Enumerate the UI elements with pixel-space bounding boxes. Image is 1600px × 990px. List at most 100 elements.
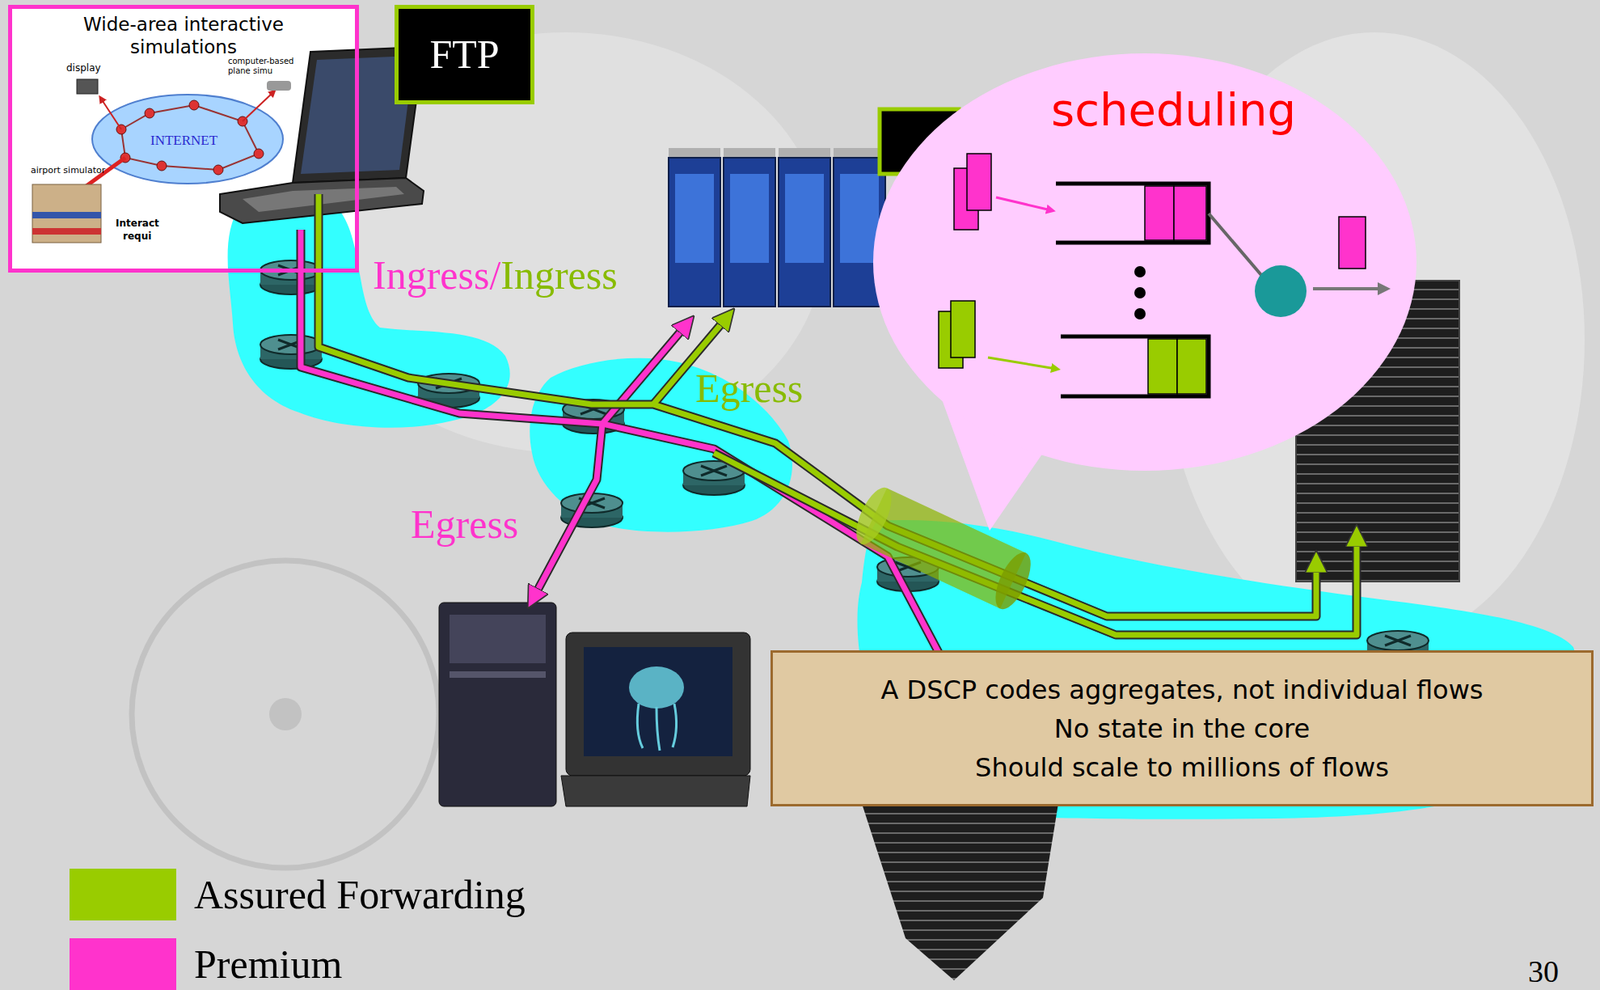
ellipsis-dots-part [1134,265,1146,278]
desktop-computer-part [449,614,546,663]
note-box: A DSCP codes aggregates, not individual … [770,650,1594,807]
queue-top-part [1173,185,1207,241]
network-region [227,194,511,428]
inset-illustration-part-part [144,108,155,119]
server-cabinets [668,147,886,307]
node-title: Wide-area interactive simulations [62,13,305,59]
desktop-computer-part [629,666,684,709]
inset-illustration-part [101,98,122,130]
inset-illustration-part [242,92,274,122]
inset-illustration-part [116,100,264,175]
device-label: airport simulator [30,165,106,177]
premium-route-part [300,229,945,663]
node-title: scheduling [1051,82,1297,137]
node-title: FTP [429,32,499,77]
server-cabinets-part [730,173,769,263]
desktop-computer-part [561,775,751,807]
legend-swatch [69,937,177,990]
ellipsis-dots-part [1134,308,1146,320]
device-label: computer-based plane simu [227,56,301,76]
server-cabinets-part [840,173,879,263]
inset-illustration-part [121,105,259,170]
queue-top-part [1055,183,1209,243]
queue-bottom-part [938,311,963,368]
inset-illustration-part [76,79,98,94]
inset-illustration-part [266,80,292,91]
queue-bottom-part [987,357,1056,369]
assured-route-part [713,452,1357,635]
device-label: Interact [115,218,160,230]
inset-illustration-part-part [213,164,224,175]
inset-illustration-part-part [189,100,199,110]
inset-illustration-part [32,227,102,235]
server-cabinets-part [785,173,824,263]
premium-route-part [535,423,603,595]
queue-top [954,153,1209,243]
scheduler-server-part [1254,265,1307,317]
queue-top-part [954,168,979,230]
scheduler-server-part [1208,213,1262,275]
bubble-shape [873,53,1417,471]
aggregate-tunnel [848,482,1038,615]
ellipsis-dots [1134,265,1146,320]
inset-illustration-part [32,211,102,219]
legend-swatch [69,868,177,921]
premium-route-part [535,423,603,595]
inset-illustration-part [92,94,283,184]
role-label: Egress [695,365,803,413]
role-label: Egress [410,501,519,549]
queue-bottom-part [1060,336,1209,397]
premium-route-part [300,229,945,663]
legend-text: Assured Forwarding [194,868,526,921]
protocol-box: FTP [394,4,535,105]
legend-entry: Premium [69,937,342,990]
desktop-computer-part [583,646,733,756]
aggregate-tunnel-part [848,482,899,549]
server-cabinets-part [668,157,721,307]
node-title: A DSCP codes aggregates, not individual … [880,670,1483,710]
queue-top-part [996,197,1052,211]
scheduler-server-part [1312,287,1385,291]
cloud-label: INTERNET [150,132,218,149]
callout-bubble: scheduling [871,51,1419,473]
ellipsis-dots-part [1134,287,1146,299]
inset-illustration-part-part [156,160,167,171]
queue-bottom-part [1148,338,1178,394]
desktop-computer-part [565,632,751,776]
device-label: display [66,63,102,75]
router-symbol [260,260,322,295]
server-cabinets-part [778,157,831,307]
scheduler-server [1208,213,1385,317]
premium-route [300,229,945,663]
queue-top-part [1144,185,1174,241]
role-label: Ingress/ [372,252,501,300]
desktop-computer [439,602,751,807]
aggregate-tunnel-part [988,547,1039,614]
node-text: Should scale to millions of flows [975,747,1389,787]
laptop-part [242,186,405,212]
legend-text: Premium [194,937,342,990]
queue-bottom-part [950,300,976,358]
server-cabinets-part [675,173,714,263]
assured-route-part [713,452,1357,635]
node-text: No state in the core [1054,709,1310,748]
desktop-computer-part [439,602,557,807]
bicycle-hub [269,697,302,731]
inset-illustration-part-part [253,148,264,159]
queue-bottom [938,300,1209,397]
inset-illustration-part [32,184,102,243]
server-cabinets-part [723,157,776,307]
page-number: 30 [1528,954,1559,990]
role-label: Ingress [500,252,617,300]
desktop-computer-part [449,671,546,678]
desktop-computer-part [637,703,676,751]
router-symbol [260,334,322,369]
legend-entry: Assured Forwarding [69,868,526,921]
device-label: requi [122,231,152,243]
queue-bottom-part [1177,338,1207,394]
bicycle-wheel [131,560,440,868]
queue-top-part [966,153,992,211]
